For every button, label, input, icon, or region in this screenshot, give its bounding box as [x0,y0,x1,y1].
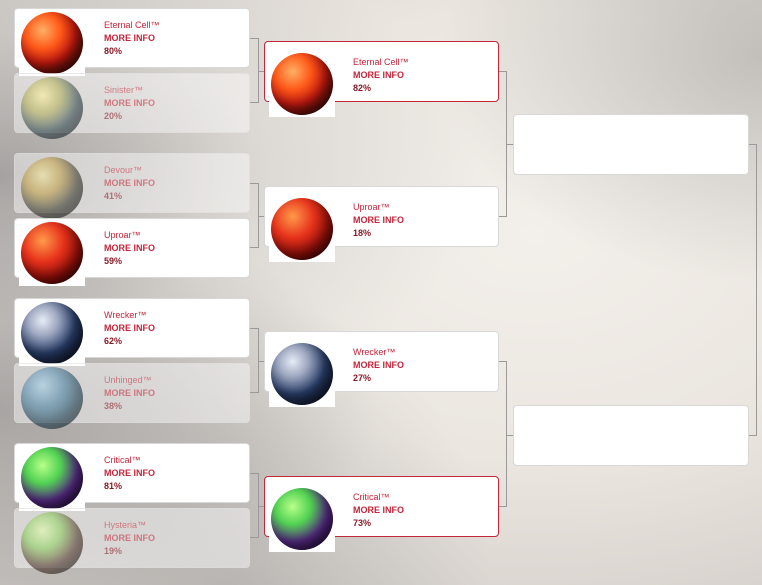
matchup-card-r1-7[interactable]: Critical™ MORE INFO 81% [14,443,250,511]
bracket-line [756,144,757,436]
vote-percent: 41% [104,191,123,201]
ball-name[interactable]: Wrecker™ [353,347,396,357]
bracket-line [506,144,514,145]
ball-name[interactable]: Critical™ [353,492,390,502]
bowling-ball-image [271,53,333,115]
vote-percent: 38% [104,401,123,411]
ball-name[interactable]: Critical™ [104,455,141,465]
matchup-card-r1-6[interactable]: Unhinged™ MORE INFO 38% [14,363,250,429]
vote-percent: 19% [104,546,123,556]
matchup-card-r2-2[interactable]: Uproar™ MORE INFO 18% [264,186,499,262]
bracket-line [250,102,258,103]
matchup-card-r1-4[interactable]: Uproar™ MORE INFO 59% [14,218,250,286]
bracket-line [258,328,259,393]
bracket-line [258,361,264,362]
ball-name[interactable]: Uproar™ [104,230,141,240]
vote-percent: 73% [353,518,372,528]
bracket-line [506,435,514,436]
bowling-ball-image [271,488,333,550]
bracket-line [258,506,264,507]
vote-percent: 81% [104,481,123,491]
matchup-card-r1-5[interactable]: Wrecker™ MORE INFO 62% [14,298,250,366]
more-info-link[interactable]: MORE INFO [104,533,155,543]
bowling-ball-image [271,198,333,260]
bowling-ball-image [21,157,83,219]
bracket-line [250,247,258,248]
ball-name[interactable]: Uproar™ [353,202,390,212]
ball-name[interactable]: Hysteria™ [104,520,147,530]
vote-percent: 80% [104,46,123,56]
ball-name[interactable]: Wrecker™ [104,310,147,320]
bracket-line [250,328,258,329]
vote-percent: 18% [353,228,372,238]
ball-name[interactable]: Devour™ [104,165,143,175]
more-info-link[interactable]: MORE INFO [104,243,155,253]
more-info-link[interactable]: MORE INFO [104,388,155,398]
ball-name[interactable]: Sinister™ [104,85,144,95]
vote-percent: 59% [104,256,123,266]
matchup-card-r2-1[interactable]: Eternal Cell™ MORE INFO 82% [264,41,499,117]
matchup-card-r3-2-empty [513,405,749,466]
bracket-line [749,144,756,145]
more-info-link[interactable]: MORE INFO [353,360,404,370]
bracket-line [250,537,258,538]
matchup-card-r1-3[interactable]: Devour™ MORE INFO 41% [14,153,250,219]
bracket-line [258,216,264,217]
matchup-card-r1-8[interactable]: Hysteria™ MORE INFO 19% [14,508,250,574]
bracket-line [749,435,756,436]
bracket-line [250,38,258,39]
more-info-link[interactable]: MORE INFO [104,178,155,188]
bowling-ball-image [271,343,333,405]
matchup-card-r2-4[interactable]: Critical™ MORE INFO 73% [264,476,499,552]
more-info-link[interactable]: MORE INFO [104,98,155,108]
bowling-ball-image [21,447,83,509]
matchup-card-r2-3[interactable]: Wrecker™ MORE INFO 27% [264,331,499,407]
bracket-line [250,392,258,393]
ball-name[interactable]: Eternal Cell™ [104,20,160,30]
more-info-link[interactable]: MORE INFO [104,323,155,333]
bracket-line [499,361,506,362]
matchup-card-r1-1[interactable]: Eternal Cell™ MORE INFO 80% [14,8,250,76]
more-info-link[interactable]: MORE INFO [104,468,155,478]
bowling-ball-image [21,367,83,429]
vote-percent: 27% [353,373,372,383]
bracket-line [250,183,258,184]
bowling-ball-image [21,302,83,364]
bowling-ball-image [21,222,83,284]
vote-percent: 62% [104,336,123,346]
more-info-link[interactable]: MORE INFO [353,215,404,225]
matchup-card-r3-1-empty [513,114,749,175]
more-info-link[interactable]: MORE INFO [104,33,155,43]
bracket-line [506,361,507,507]
bowling-ball-image [21,12,83,74]
bracket-line [499,71,506,72]
bracket-line [250,473,258,474]
vote-percent: 20% [104,111,123,121]
vote-percent: 82% [353,83,372,93]
bracket-line [499,216,506,217]
more-info-link[interactable]: MORE INFO [353,70,404,80]
bracket-line [258,473,259,538]
bowling-ball-image [21,77,83,139]
matchup-card-r1-2[interactable]: Sinister™ MORE INFO 20% [14,73,250,139]
bracket-line [258,38,259,103]
ball-name[interactable]: Eternal Cell™ [353,57,409,67]
bracket-line [499,506,506,507]
ball-name[interactable]: Unhinged™ [104,375,152,385]
more-info-link[interactable]: MORE INFO [353,505,404,515]
bowling-ball-image [21,512,83,574]
bracket-line [258,183,259,248]
bracket-line [258,71,264,72]
